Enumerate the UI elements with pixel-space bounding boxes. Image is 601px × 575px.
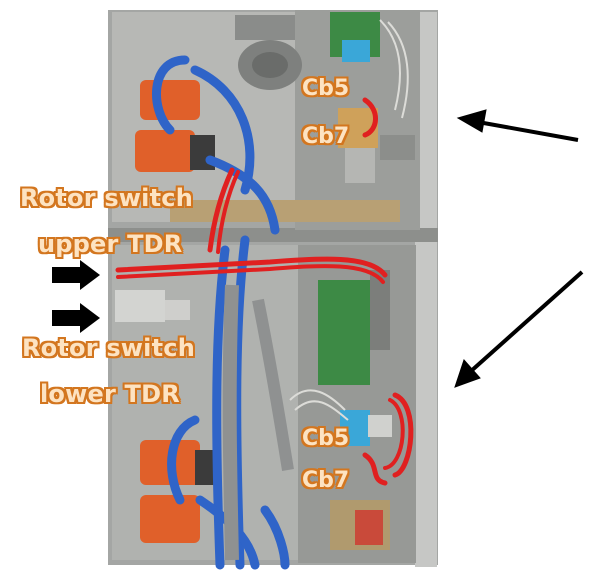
grey-hose — [222, 284, 294, 561]
rotor-lower-label-line1: Rotor switch — [22, 334, 195, 362]
rotor-upper-label-line2: upper TDR — [38, 230, 183, 258]
arrow-upper-left-icon — [456, 109, 579, 142]
rotor-switch — [115, 290, 190, 322]
left-arrows — [52, 260, 100, 333]
wiring — [289, 19, 409, 421]
rotor-lower-label-line2: lower TDR — [40, 380, 180, 408]
cb7-bottom-label: Cb7 — [302, 468, 350, 493]
arrow-lower-left-icon — [454, 270, 584, 388]
red-highlight-wires — [115, 97, 414, 486]
arrow-right-icon — [52, 303, 100, 333]
rotor-upper-label-line1: Rotor switch — [20, 184, 193, 212]
gear-motor — [235, 15, 302, 90]
upper-control-board — [330, 12, 415, 183]
cb7-top-label: Cb7 — [302, 124, 350, 149]
arrow-right-icon — [52, 260, 100, 290]
cb5-bottom-label: Cb5 — [302, 426, 350, 451]
lower-control-board — [318, 270, 392, 550]
right-arrows — [454, 109, 584, 388]
cb5-top-label: Cb5 — [302, 76, 350, 101]
blue-tubing — [152, 55, 290, 570]
